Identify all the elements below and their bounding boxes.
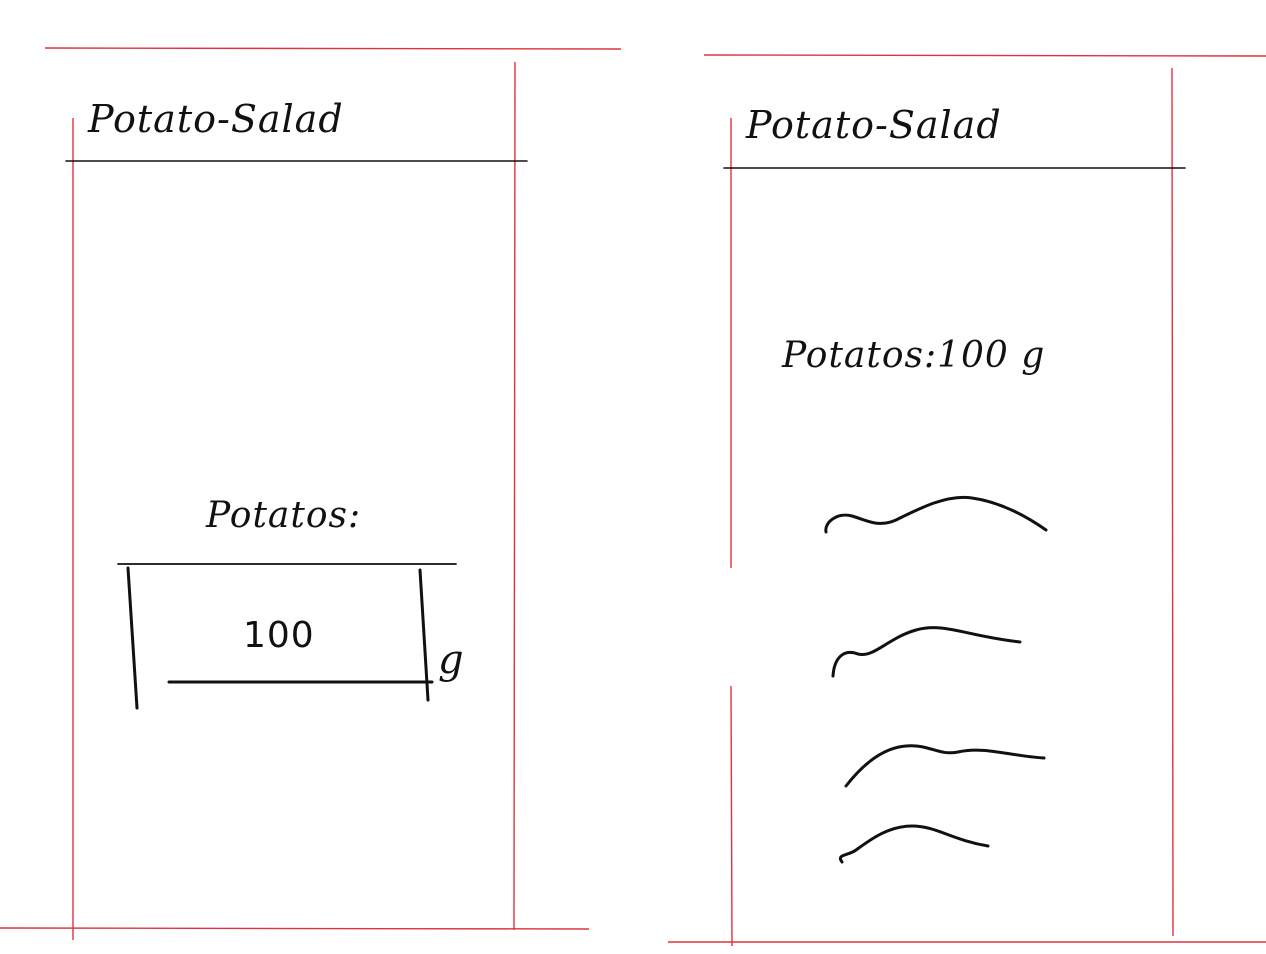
right-page-title: Potato-Salad [746,103,1002,147]
scribble-line-3 [844,744,1046,788]
left-ingredient-label: Potatos: [206,495,362,536]
quantity-input-value[interactable]: 100 [243,615,315,656]
scribble-line-2 [831,626,1022,678]
instruction-scribbles [824,495,1048,864]
left-phone-frame [0,47,622,940]
scribble-line-4 [839,824,990,864]
scribble-line-1 [824,495,1048,534]
quantity-input-box[interactable] [117,563,457,710]
unit-label: g [438,637,465,683]
left-page-title: Potato-Salad [88,97,344,141]
right-phone-frame [668,54,1266,947]
ingredient-summary: Potatos:100 g [782,335,1046,376]
